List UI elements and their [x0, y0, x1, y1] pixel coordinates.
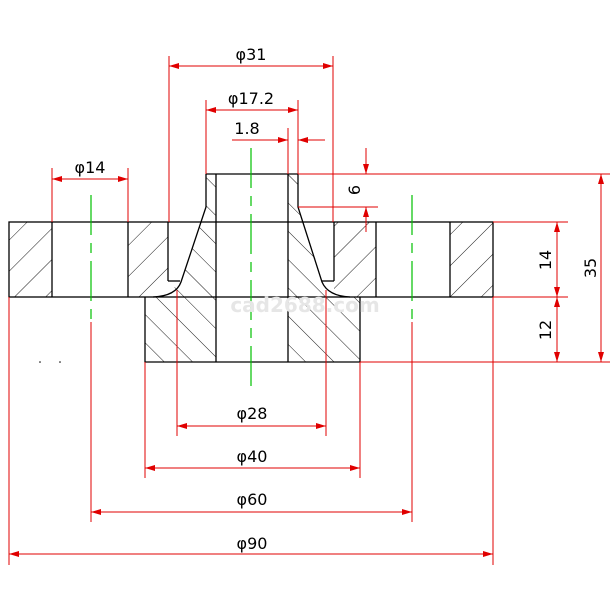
dim-6: 6 [345, 185, 364, 195]
dim-35: 35 [581, 258, 600, 278]
centerlines [90, 148, 413, 388]
dim-12: 12 [536, 320, 555, 340]
dim-14: 14 [536, 250, 555, 270]
watermark: cad2688.com [230, 293, 379, 317]
section-hatching [9, 174, 493, 362]
dim-d60: φ60 [237, 490, 268, 509]
dim-d14-hole: φ14 [75, 158, 106, 177]
dim-1-8: 1.8 [234, 119, 259, 138]
dim-d40: φ40 [237, 447, 268, 466]
dim-d17-2: φ17.2 [228, 89, 274, 108]
extension-lines [8, 56, 610, 565]
dim-d31: φ31 [236, 45, 267, 64]
dimension-lines [9, 63, 604, 557]
dim-d28: φ28 [237, 404, 268, 423]
dimension-labels: φ31 φ17.2 1.8 φ14 6 14 12 35 φ28 φ40 φ60… [75, 45, 600, 553]
dim-d90: φ90 [237, 534, 268, 553]
